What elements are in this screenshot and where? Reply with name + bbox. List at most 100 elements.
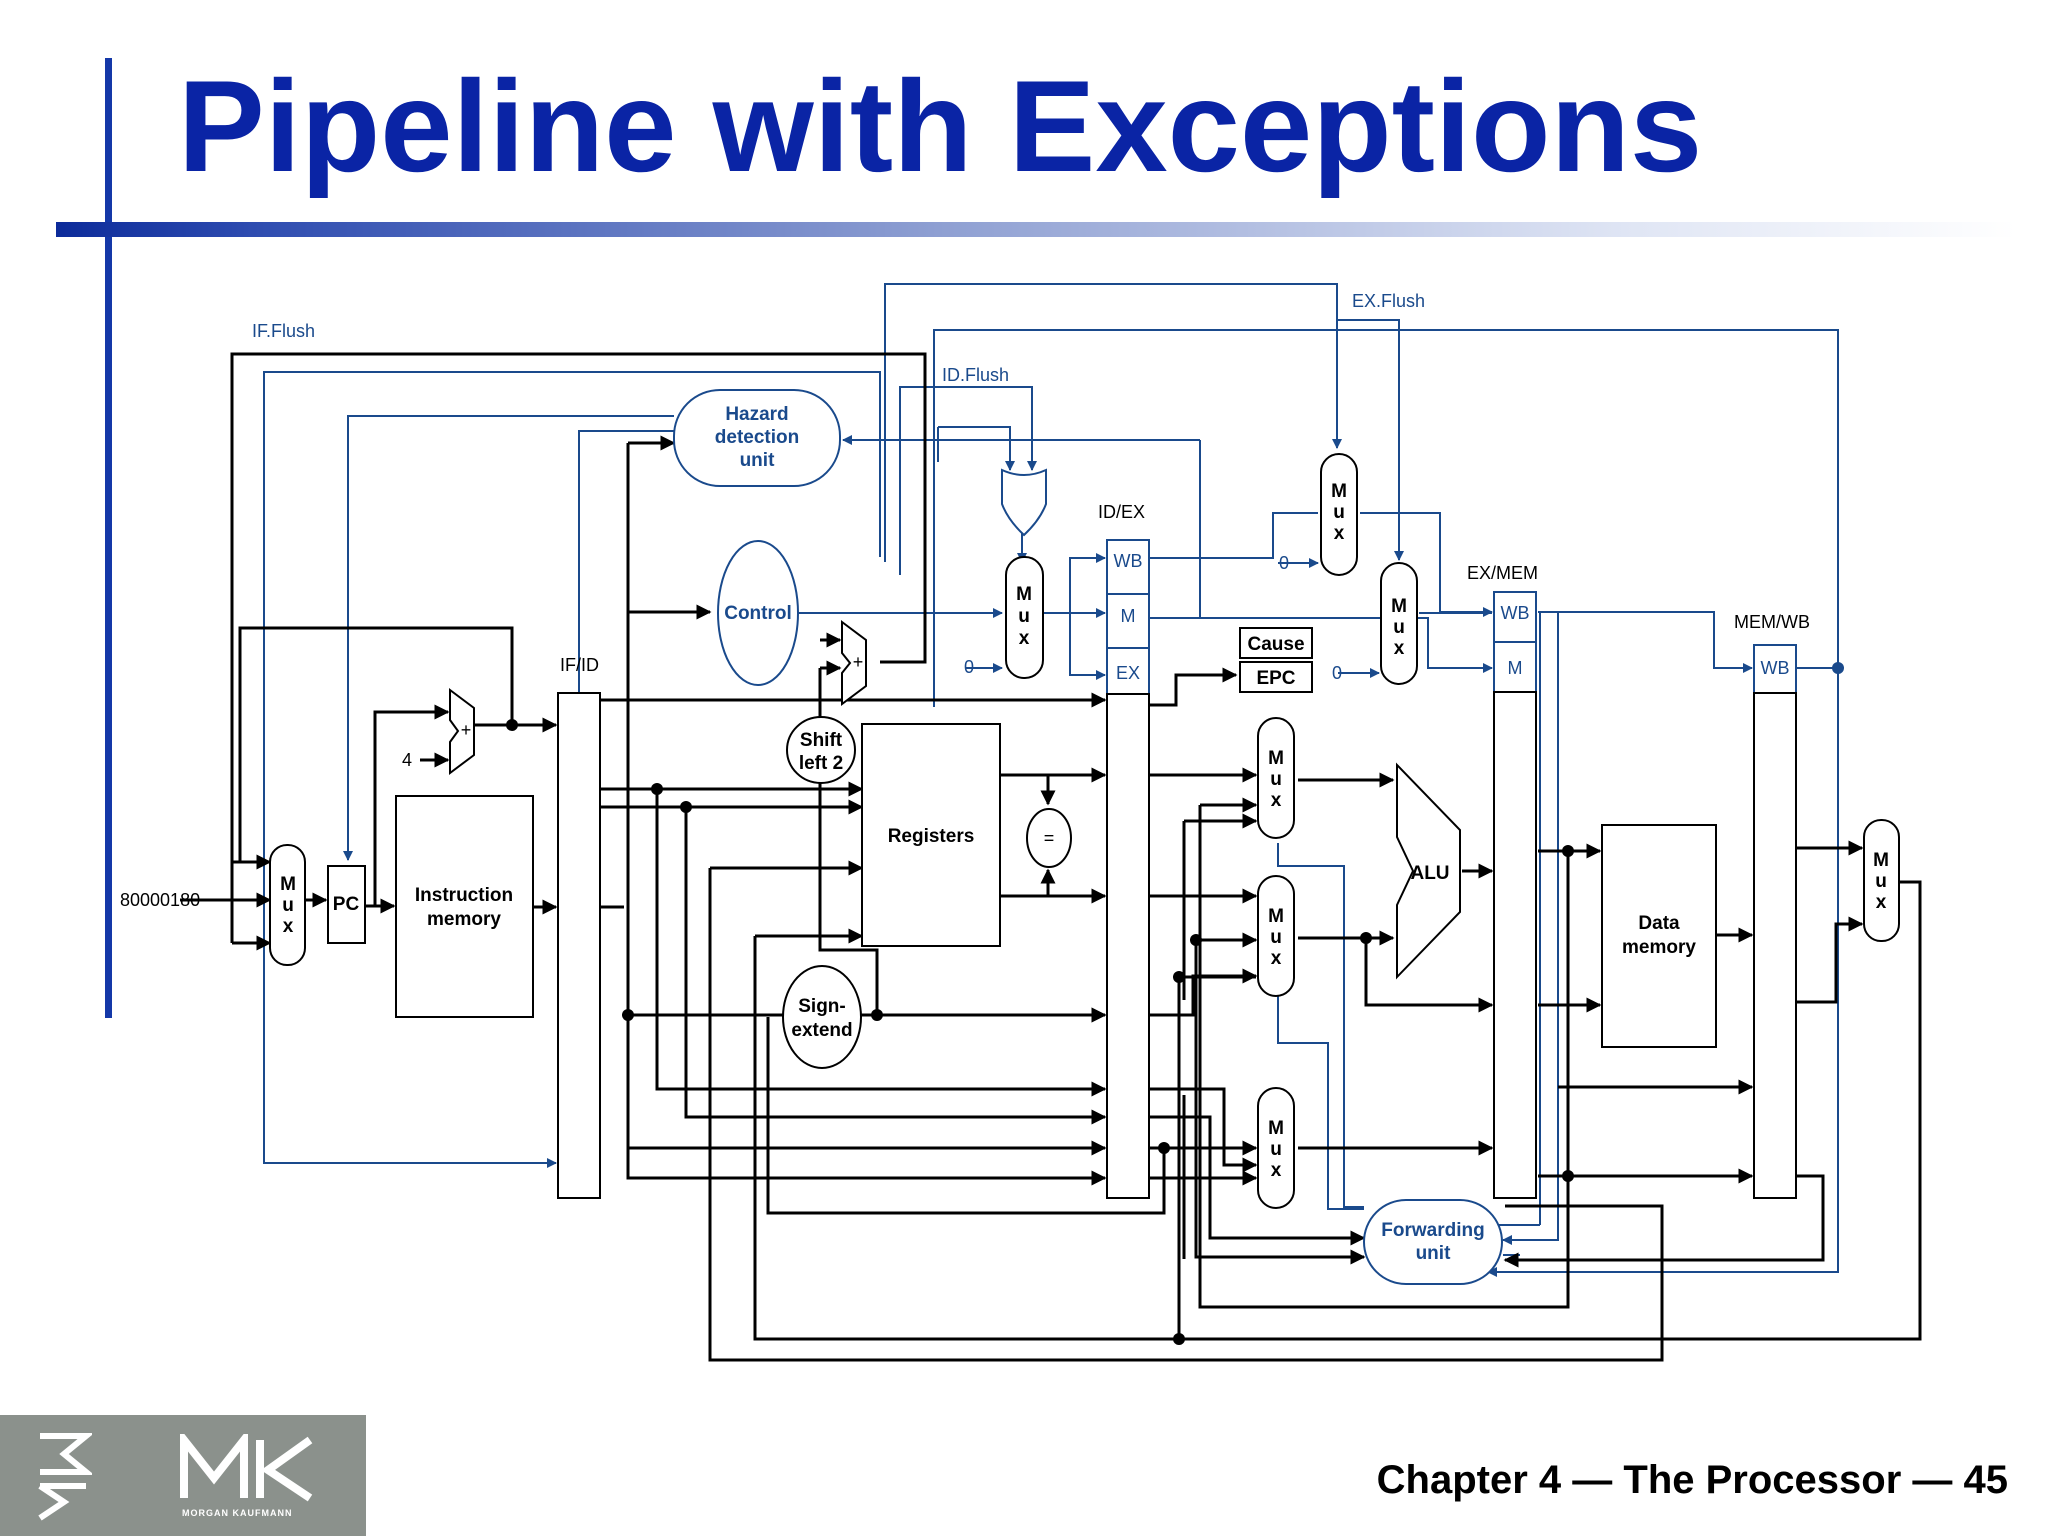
cause-register: Cause — [1239, 627, 1313, 659]
title-vertical-rule — [105, 58, 112, 1018]
pc-adder: + — [449, 688, 475, 775]
slide-title: Pipeline with Exceptions — [178, 53, 1703, 199]
ex-mem-label: EX/MEM — [1467, 563, 1538, 583]
mux-letter: M — [280, 874, 296, 895]
alu-label: ALU — [1410, 863, 1449, 884]
mux-letter: M — [1016, 584, 1032, 605]
id-ex-wb-field: WB — [1114, 551, 1143, 571]
control-mux-zero: 0 — [964, 657, 974, 677]
ex-mem-m-field: M — [1508, 658, 1523, 678]
mk-letters-icon — [180, 1434, 313, 1502]
data-memory-label-1: Data — [1638, 913, 1680, 934]
mux-letter: u — [1270, 769, 1282, 790]
control-wires — [263, 283, 1844, 1277]
mux-letter: M — [1331, 481, 1347, 502]
instruction-memory-label-1: Instruction — [415, 885, 513, 906]
forwarding-label-2: unit — [1416, 1243, 1451, 1264]
id-ex-m-field: M — [1121, 606, 1136, 626]
id-ex-register: WB M EX — [1106, 539, 1150, 1199]
sign-extend-label-2: extend — [791, 1020, 852, 1041]
cause-label: Cause — [1247, 634, 1304, 655]
forwarding-unit: Forwarding unit — [1363, 1199, 1503, 1285]
control-mux: M u x — [1005, 556, 1044, 679]
mux-letter: x — [1271, 1160, 1282, 1181]
alu-mux-a: M u x — [1257, 717, 1295, 839]
pc-label: PC — [333, 894, 360, 915]
mux-letter: x — [1334, 523, 1345, 544]
adder-plus: + — [461, 720, 472, 740]
mux-letter: x — [1271, 790, 1282, 811]
id-ex-ex-field: EX — [1116, 663, 1140, 683]
mux-letter: x — [283, 916, 294, 937]
mux-letter: u — [1393, 617, 1405, 638]
hazard-label-1: Hazard — [725, 404, 788, 425]
shift-label-1: Shift — [800, 730, 843, 751]
mux-letter: x — [1394, 638, 1405, 659]
m-flush-mux: M u x — [1380, 562, 1418, 685]
epc-label: EPC — [1256, 668, 1295, 689]
mux-letter: u — [1018, 606, 1030, 627]
ex-mem-wb-field: WB — [1501, 603, 1530, 623]
ex-mem-register: WB M — [1493, 591, 1537, 1199]
pc-increment: 4 — [402, 750, 412, 770]
register-file: Registers — [861, 723, 1001, 947]
mux-letter: u — [1333, 502, 1345, 523]
datapath-wires — [180, 352, 1922, 1362]
exception-address: 80000180 — [120, 890, 200, 910]
hazard-label-2: detection — [715, 427, 799, 448]
flush-or-gate — [1001, 468, 1047, 537]
mux-letter: u — [1875, 871, 1887, 892]
writeback-mux: M u x — [1863, 819, 1900, 942]
mem-wb-register: WB — [1753, 644, 1797, 1199]
epc-register: EPC — [1239, 661, 1313, 693]
mux-letter: u — [1270, 1139, 1282, 1160]
m-mux-zero: 0 — [1332, 663, 1342, 683]
if-id-label: IF/ID — [560, 655, 599, 675]
mux-letter: M — [1873, 850, 1889, 871]
pc-register: PC — [327, 865, 366, 944]
mux-letter: x — [1271, 948, 1282, 969]
id-ex-label: ID/EX — [1098, 502, 1145, 522]
shift-left-2: Shift left 2 — [786, 716, 856, 784]
mux-letter: M — [1268, 1118, 1284, 1139]
shift-label-2: left 2 — [799, 753, 843, 774]
mux-letter: x — [1019, 628, 1030, 649]
control-unit: Control — [717, 540, 799, 686]
forwarding-label-1: Forwarding — [1381, 1220, 1484, 1241]
sign-extend-label-1: Sign- — [798, 996, 846, 1017]
mux-letter: M — [1268, 906, 1284, 927]
instruction-memory: Instruction memory — [395, 795, 534, 1018]
data-memory: Data memory — [1601, 824, 1717, 1048]
control-label: Control — [724, 603, 792, 624]
sign-extend: Sign- extend — [782, 965, 862, 1069]
slide-footer: Chapter 4 — The Processor — 45 — [1376, 1458, 2008, 1502]
wb-mux-zero: 0 — [1279, 553, 1289, 573]
mux-letter: u — [282, 895, 294, 916]
mux-letter: x — [1876, 892, 1887, 913]
branch-adder-plus: + — [853, 652, 864, 672]
if-id-register — [557, 692, 601, 1199]
registers-label: Registers — [888, 826, 975, 847]
mk-vertical-icon — [38, 1433, 92, 1521]
alu: ALU — [1396, 762, 1461, 980]
mux-letter: M — [1268, 748, 1284, 769]
title-underline — [56, 222, 2016, 237]
hazard-detection-unit: Hazard detection unit — [673, 389, 841, 487]
id-flush-label: ID.Flush — [942, 365, 1009, 385]
logo-subtext: MORGAN KAUFMANN — [182, 1508, 293, 1518]
wb-flush-mux: M u x — [1320, 453, 1358, 576]
branch-adder: + — [841, 620, 867, 706]
if-flush-label: IF.Flush — [252, 321, 315, 341]
data-memory-label-2: memory — [1622, 937, 1696, 958]
mem-wb-wb-field: WB — [1761, 658, 1790, 678]
equal-symbol: = — [1044, 828, 1055, 848]
mux-letter: M — [1391, 596, 1407, 617]
ex-flush-label: EX.Flush — [1352, 291, 1425, 311]
equal-comparator: = — [1026, 808, 1072, 868]
alu-mux-b: M u x — [1257, 875, 1295, 997]
instruction-memory-label-2: memory — [427, 909, 501, 930]
reg-dst-mux: M u x — [1257, 1087, 1295, 1209]
pc-mux: M u x — [269, 844, 306, 966]
